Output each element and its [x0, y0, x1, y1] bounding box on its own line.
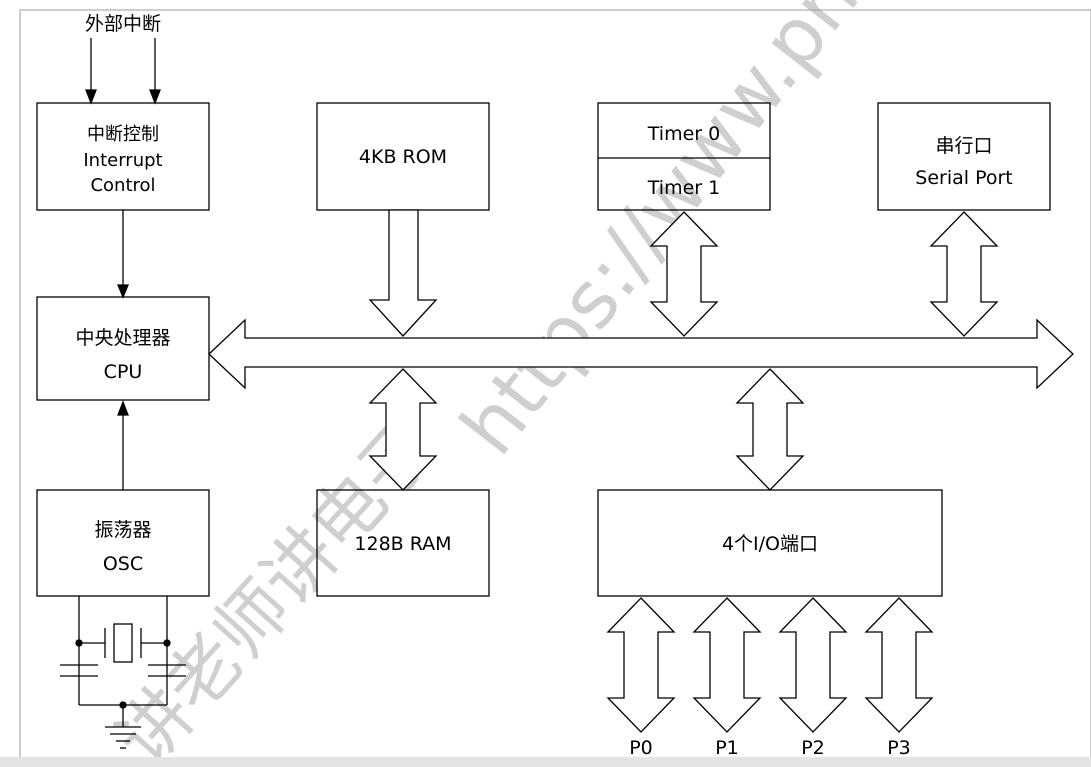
ram-bus-arrow	[368, 368, 438, 491]
cpu-zh: 中央处理器	[75, 327, 170, 349]
serial-zh: 串行口	[935, 135, 992, 157]
timer-box	[597, 102, 771, 211]
serial-port-box	[877, 102, 1051, 211]
interrupt-to-cpu-arrow	[117, 210, 129, 299]
port-p3-arrow	[864, 597, 934, 733]
port-p0-arrow	[606, 597, 676, 733]
external-interrupt-arrows	[85, 38, 161, 105]
external-interrupt-label: 外部中断	[85, 13, 161, 35]
watermark-url: https://www.pnxuet	[444, 0, 984, 472]
osc-zh: 振荡器	[94, 519, 151, 541]
timer-bus-arrow	[649, 211, 719, 337]
osc-box	[36, 489, 210, 597]
port-p2-arrow	[778, 597, 848, 733]
port-p0-label: P0	[629, 737, 653, 759]
osc-to-cpu-arrow	[117, 400, 129, 490]
port-p1-arrow	[692, 597, 762, 733]
osc-en: OSC	[103, 553, 143, 575]
system-bus-arrow	[208, 318, 1074, 390]
serial-en: Serial Port	[915, 167, 1012, 189]
timer-0-label: Timer 0	[647, 123, 720, 145]
watermark: https://www.pnxuet 讲老师讲电子	[100, 0, 984, 767]
crystal-circuit	[60, 596, 186, 749]
rom-label: 4KB ROM	[359, 146, 447, 168]
io-label: 4个I/O端口	[722, 533, 818, 555]
port-p1-label: P1	[715, 737, 739, 759]
rom-to-bus-arrow	[368, 209, 438, 337]
serial-bus-arrow	[929, 211, 999, 337]
cpu-en: CPU	[104, 361, 143, 383]
ram-label: 128B RAM	[354, 533, 451, 555]
port-p2-label: P2	[801, 737, 825, 759]
cpu-box	[36, 296, 210, 401]
interrupt-control-zh: 中断控制	[87, 124, 159, 145]
interrupt-control-en2: Control	[90, 175, 155, 196]
bottom-strip	[0, 757, 1091, 767]
timer-1-label: Timer 1	[647, 177, 720, 199]
port-p3-label: P3	[887, 737, 911, 759]
io-bus-arrow	[735, 368, 805, 491]
interrupt-control-en1: Interrupt	[83, 150, 162, 171]
